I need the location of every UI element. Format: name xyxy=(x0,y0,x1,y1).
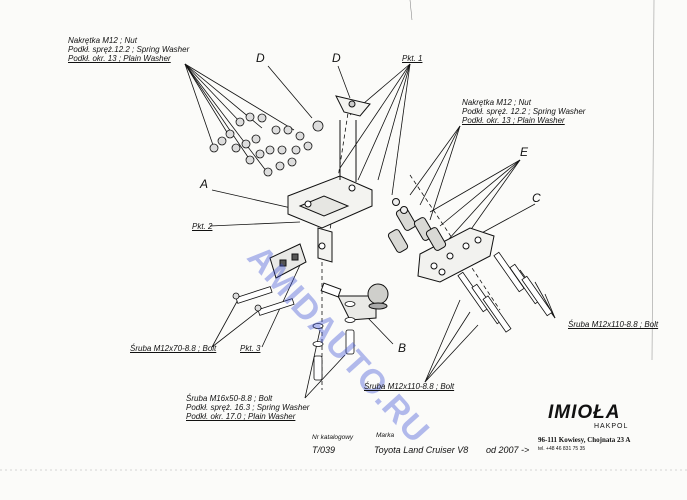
label-line: Nakrętka M12 ; Nut xyxy=(68,36,137,45)
label-pkt3: Pkt. 3 xyxy=(240,344,261,353)
leader-lines-bolt-m12x70 xyxy=(211,295,263,348)
label-line: Podkł. okr. 17.0 ; Plain Washer xyxy=(186,412,296,421)
bolts-m12x110-right xyxy=(457,251,553,333)
leader-b xyxy=(367,317,394,345)
label-line: Podkł. okr. 13 ; Plain Washer xyxy=(462,116,565,125)
logo-subtitle: HAKPOL xyxy=(594,423,629,430)
label-nut-group-top: Nakrętka M12 ; Nut Podkł. spręż.12.2 ; S… xyxy=(68,36,189,63)
bolts-m16x50 xyxy=(312,301,356,381)
label-bolt-group-m16: Śruba M16x50-8.8 ; Bolt Podkł. spręż. 16… xyxy=(186,394,309,421)
leader-a xyxy=(211,189,301,211)
leader-lines-pkt1 xyxy=(339,63,411,196)
label-line: Podkł. spręż.12.2 ; Spring Washer xyxy=(68,45,190,54)
nut-washer-cluster-left xyxy=(209,112,324,177)
letter-b: B xyxy=(398,341,407,355)
label-pkt2: Pkt. 2 xyxy=(192,222,213,231)
catalog-number: T/039 xyxy=(312,445,336,455)
label-line: Podkł. okr. 13 ; Plain Washer xyxy=(68,54,171,63)
scan-edge-line xyxy=(651,0,655,361)
label-line: Podkł. spręż. 12.2 ; Spring Washer xyxy=(462,107,586,116)
letter-e: E xyxy=(520,145,529,159)
make-header: Marka xyxy=(376,432,395,439)
label-bolt-m12x110-right: Śruba M12x110-8.8 ; Bolt xyxy=(568,320,659,329)
leader-d2 xyxy=(337,65,351,99)
plate-c xyxy=(417,227,495,283)
leader-lines-bolts-right xyxy=(424,269,556,383)
bolts-m12x70 xyxy=(232,286,295,316)
letter-d-left: D xyxy=(256,51,265,65)
logo-name: IMIOŁA xyxy=(548,402,621,423)
spacers-e xyxy=(387,198,447,253)
leader-c xyxy=(477,203,536,236)
label-bolt-m12x110-bottom: Śruba M12x110-8.8 ; Bolt xyxy=(364,382,455,391)
vehicle-model: Toyota Land Cruiser V8 xyxy=(374,445,469,455)
company-phone: tel. +48 46 831 75 35 xyxy=(538,446,586,452)
scan-mark xyxy=(409,0,413,21)
leader-lines-nuts-top xyxy=(184,63,295,177)
letter-a: A xyxy=(200,177,209,191)
company-logo: IMIOŁA HAKPOL xyxy=(548,403,628,431)
bracket-a xyxy=(287,95,373,263)
axis-line-right xyxy=(409,174,501,311)
leader-pkt2 xyxy=(209,221,301,227)
side-plate-pkt3 xyxy=(269,243,307,279)
letter-d-right: D xyxy=(332,51,341,65)
tow-ball-b xyxy=(320,282,389,321)
catalog-number-header: Nr katalogowy xyxy=(312,434,354,441)
label-line: Podkł. spręż. 16.3 ; Spring Washer xyxy=(186,403,310,412)
label-nut-group-right: Nakrętka M12 ; Nut Podkł. spręż. 12.2 ; … xyxy=(462,98,585,125)
vehicle-year: od 2007 -> xyxy=(486,445,530,455)
label-bolt-m12x70: Śruba M12x70-8.8 ; Bolt xyxy=(130,344,217,353)
label-pkt1: Pkt. 1 xyxy=(402,54,423,63)
letter-c: C xyxy=(532,191,541,205)
label-line: Śruba M16x50-8.8 ; Bolt xyxy=(186,394,273,403)
leader-d1 xyxy=(267,65,313,119)
label-line: Nakrętka M12 ; Nut xyxy=(462,98,531,107)
company-address: 96-111 Kowiesy, Chojnata 23 A xyxy=(538,436,631,444)
leader-lines-nuts-right xyxy=(409,125,461,221)
